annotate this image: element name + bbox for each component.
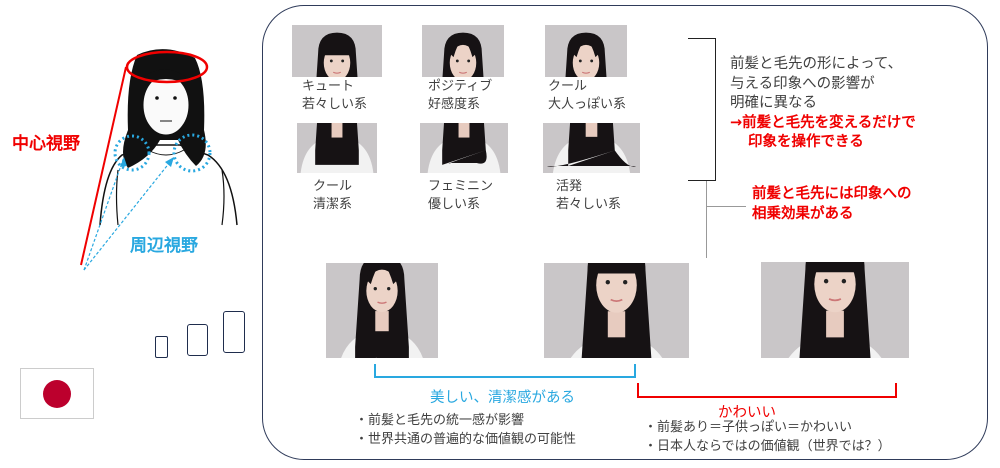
peripheral-vision-label: 周辺視野	[130, 236, 198, 256]
central-vision-ellipse	[125, 50, 209, 84]
label-cool-clean: クール清潔系	[313, 179, 353, 212]
photo-bottom-bangs-straight	[761, 262, 909, 358]
beautiful-bracket	[374, 364, 636, 378]
connector-vertical	[706, 181, 707, 258]
central-vision-line	[80, 66, 127, 266]
peripheral-arrow-right	[83, 156, 175, 271]
bracket-vertical	[715, 38, 717, 180]
findings-text: 前髪と毛先の形によって、 与える印象への影響が 明確に異なる →前髪と毛先を変え…	[730, 56, 916, 150]
photo-positive	[422, 25, 504, 77]
main-panel	[262, 5, 988, 460]
photo-cute	[292, 25, 382, 77]
device-icon-medium	[187, 324, 208, 356]
label-feminine: フェミニン優しい系	[428, 179, 494, 212]
label-cool-mature: クール大人っぽい系	[548, 79, 627, 112]
photo-bottom-straight	[326, 263, 438, 358]
peripheral-left-circle	[113, 134, 151, 172]
beautiful-label: 美しい、清潔感がある	[430, 390, 575, 406]
label-positive: ポジティブ好感度系	[428, 79, 493, 112]
photo-feminine	[420, 123, 508, 173]
bracket-top	[688, 38, 715, 40]
device-icon-small	[155, 336, 168, 358]
peripheral-right-circle	[172, 133, 212, 173]
photo-active	[543, 123, 640, 173]
photo-cool-clean	[297, 123, 377, 173]
cute-bracket	[637, 383, 897, 398]
cute-bullets: ・前髪あり＝子供っぽい＝かわいい ・日本人ならではの価値観（世界では？）	[644, 420, 891, 454]
central-vision-label: 中心視野	[12, 134, 80, 154]
woman-figure	[99, 49, 238, 226]
photo-bottom-bangs-in	[544, 263, 689, 358]
label-active: 活発若々しい系	[556, 179, 622, 212]
device-icon-large	[223, 311, 245, 353]
connector-horizontal	[706, 206, 746, 207]
photo-cool-mature	[545, 25, 627, 77]
label-cute: キュート若々しい系	[302, 79, 368, 112]
peripheral-arrow-left	[83, 156, 125, 271]
beautiful-bullets: ・前髪と毛先の統一感が影響 ・世界共通の普遍的な価値観の可能性	[355, 413, 577, 447]
woman-illustration	[80, 49, 238, 271]
synergy-text: 前髪と毛先には印象への 相乗効果がある	[752, 186, 912, 222]
japan-flag-icon	[20, 368, 94, 419]
bracket-bottom	[688, 180, 716, 182]
cute-label: かわいい	[718, 405, 776, 421]
